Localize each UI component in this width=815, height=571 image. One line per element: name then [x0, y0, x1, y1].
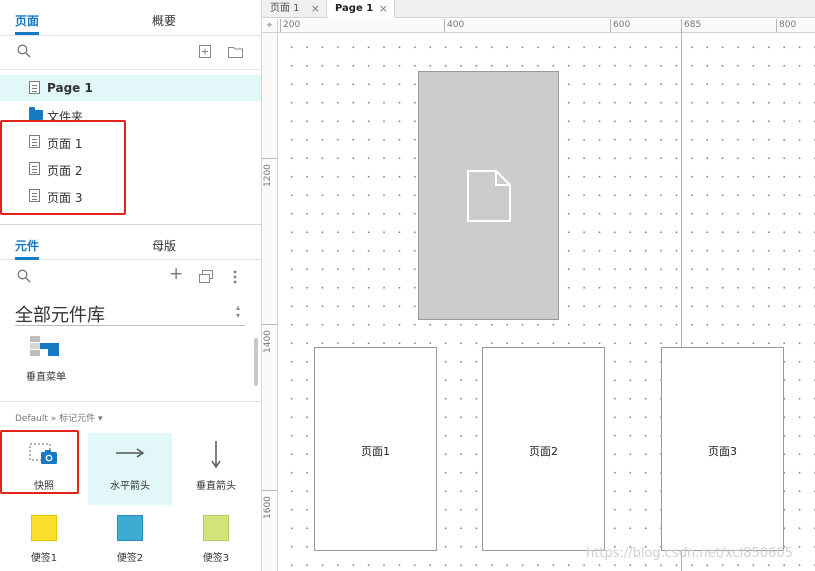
horizontal-ruler[interactable]: 200 400 600 685 800 — [278, 19, 815, 33]
widget-label: 垂直菜单 — [26, 372, 66, 383]
folder-icon — [29, 107, 43, 120]
ruler-tick — [444, 19, 445, 32]
close-icon[interactable]: × — [378, 2, 388, 15]
document-icon — [467, 170, 511, 222]
sticky-yellow-icon — [31, 515, 57, 541]
ruler-label: 1600 — [263, 496, 273, 519]
sticky-green-icon — [203, 515, 229, 541]
frame-label: 页面2 — [529, 445, 558, 458]
more-icon[interactable] — [233, 270, 237, 284]
library-selector-underline — [15, 325, 245, 326]
annotation-box-snapshot — [0, 430, 79, 494]
ruler-tick — [262, 324, 277, 325]
widget-group-selector[interactable]: Default » 标记元件 ▾ — [15, 414, 103, 424]
document-tabbar: 页面 1 × Page 1 × — [262, 0, 815, 18]
page-item-page-1[interactable]: Page 1 — [0, 75, 261, 101]
widgets-toolbar: + — [0, 261, 261, 295]
vertical-menu-icon — [30, 336, 59, 356]
vertical-arrow-icon — [211, 441, 221, 468]
pages-toolbar — [0, 36, 261, 70]
tab-widgets[interactable]: 元件 — [15, 239, 40, 253]
vertical-guide-line[interactable] — [681, 19, 682, 571]
close-icon[interactable]: × — [310, 2, 320, 15]
widget-label: 水平箭头 — [110, 481, 150, 492]
canvas-frame-page-2[interactable]: 页面2 — [482, 347, 605, 551]
editor-panel: 页面 1 × Page 1 × ⌖ 200 400 600 685 800 12… — [262, 0, 815, 571]
tab-outline[interactable]: 概要 — [152, 14, 177, 28]
widget-label: 便签1 — [30, 553, 58, 564]
duplicate-icon[interactable] — [199, 270, 213, 283]
page-item-2[interactable]: 页面 2 — [0, 156, 261, 182]
page-icon — [29, 81, 40, 94]
ruler-tick — [610, 19, 611, 32]
library-scrollbar[interactable] — [254, 338, 258, 386]
tab-widgets-underline — [15, 257, 39, 260]
left-panel: 页面 概要 Page 1 文件夹 — [0, 0, 262, 571]
search-icon[interactable] — [17, 269, 31, 283]
ruler-label: 685 — [684, 20, 702, 30]
widget-label: 快照 — [34, 481, 54, 492]
widget-sticky-2[interactable]: 便签2 — [88, 508, 172, 568]
search-icon[interactable] — [17, 44, 31, 58]
tab-pages-underline — [15, 32, 39, 35]
widget-horizontal-arrow[interactable]: 水平箭头 — [88, 433, 172, 505]
frame-label: 页面1 — [361, 445, 390, 458]
doc-tab-page-1[interactable]: Page 1 × — [327, 0, 395, 18]
doc-tab-label: Page 1 — [335, 3, 374, 14]
page-item-label: 页面 3 — [47, 191, 83, 205]
ruler-origin-icon[interactable]: ⌖ — [262, 19, 278, 33]
widgets-tabbar: 元件 母版 — [0, 224, 261, 260]
tab-pages[interactable]: 页面 — [15, 14, 40, 28]
widget-sticky-1[interactable]: 便签1 — [2, 508, 86, 568]
page-item-label: Page 1 — [47, 81, 93, 95]
widget-label: 便签2 — [116, 553, 144, 564]
page-icon — [29, 162, 40, 175]
snapshot-icon — [29, 443, 57, 464]
page-item-label: 页面 2 — [47, 164, 83, 178]
page-item-label: 页面 1 — [47, 137, 83, 151]
add-library-button[interactable]: + — [169, 264, 184, 284]
doc-tab-label: 页面 1 — [270, 3, 300, 14]
widget-sticky-3[interactable]: 便签3 — [174, 508, 258, 568]
widget-snapshot[interactable]: 快照 — [2, 433, 86, 505]
doc-tab-page-1-cn[interactable]: 页面 1 × — [262, 0, 327, 18]
add-folder-icon[interactable] — [228, 46, 243, 58]
ruler-label: 1400 — [263, 330, 273, 353]
ruler-label: 200 — [283, 20, 301, 30]
canvas-frame-page-1[interactable]: 页面1 — [314, 347, 437, 551]
watermark: https://blog.csdn.net/xcl850605 — [586, 546, 793, 561]
ruler-tick — [776, 19, 777, 32]
frame-label: 页面3 — [708, 445, 737, 458]
ruler-tick — [262, 158, 277, 159]
ruler-label: 1200 — [263, 164, 273, 187]
section-divider — [0, 401, 261, 402]
vertical-ruler[interactable]: 1200 1400 1600 — [262, 33, 278, 571]
pages-tabbar: 页面 概要 — [0, 0, 261, 36]
ruler-label: 800 — [779, 20, 797, 30]
page-item-1[interactable]: 页面 1 — [0, 129, 261, 155]
ruler-label: 400 — [447, 20, 465, 30]
page-item-3[interactable]: 页面 3 — [0, 183, 261, 209]
snapshot-widget[interactable] — [418, 71, 559, 320]
tab-masters[interactable]: 母版 — [152, 239, 177, 253]
ruler-tick — [280, 19, 281, 32]
sticky-blue-icon — [117, 515, 143, 541]
widget-vertical-arrow[interactable]: 垂直箭头 — [174, 433, 258, 505]
library-selector[interactable]: 全部元件库 — [15, 305, 105, 326]
annotation-box-pages — [0, 120, 126, 215]
page-icon — [29, 135, 40, 148]
library-dropdown-arrows-icon[interactable]: ▴▾ — [236, 303, 241, 320]
canvas-frame-page-3[interactable]: 页面3 — [661, 347, 784, 551]
add-page-icon[interactable] — [199, 45, 211, 58]
widget-label: 便签3 — [202, 553, 230, 564]
page-icon — [29, 189, 40, 202]
widget-label: 垂直箭头 — [196, 481, 236, 492]
widget-vertical-menu[interactable]: 垂直菜单 — [4, 334, 88, 386]
horizontal-arrow-icon — [116, 448, 145, 458]
ruler-tick — [262, 490, 277, 491]
ruler-label: 600 — [613, 20, 631, 30]
